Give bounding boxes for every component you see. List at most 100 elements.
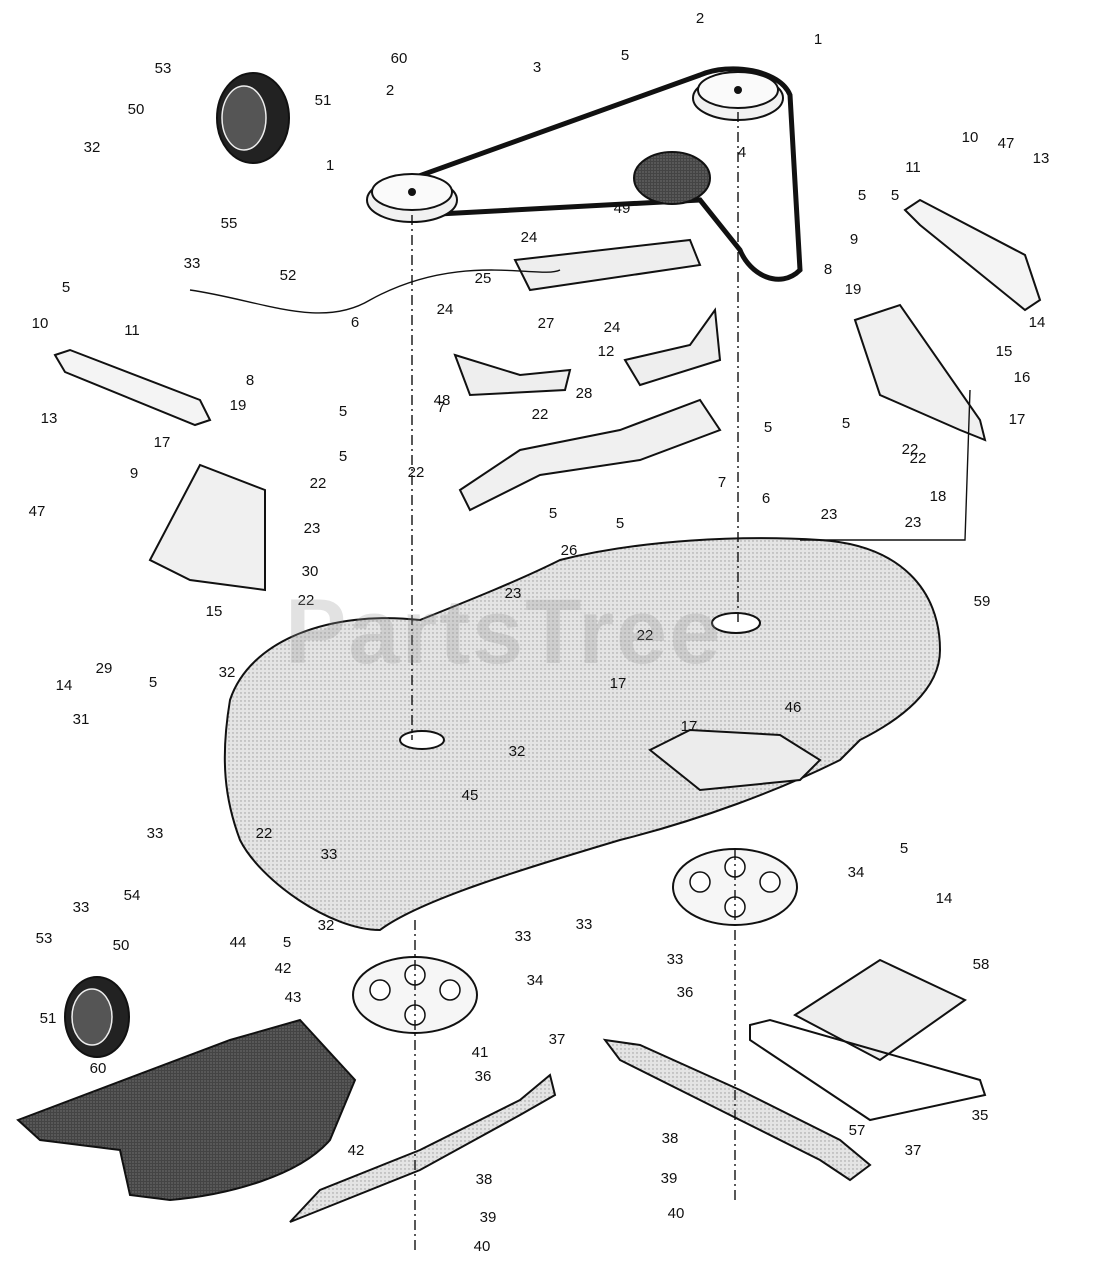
callout-label-5: 5 [339,403,347,420]
callout-label-5: 5 [621,47,629,64]
right-hanger-bracket [853,303,987,442]
callout-label-26: 26 [561,542,578,559]
idler-pulley [633,151,711,205]
callout-label-59: 59 [974,593,991,610]
idler-arm-bracket [513,238,702,292]
callout-label-33: 33 [515,928,532,945]
callout-label-51: 51 [40,1010,57,1027]
deck-spindle-hole-left [399,730,445,750]
callout-label-22: 22 [910,450,927,467]
callout-label-53: 53 [155,60,172,77]
deck-bracket-right [648,728,822,792]
callout-label-22: 22 [637,627,654,644]
deck-stiffener [458,398,722,512]
left-hanger-bracket [148,463,266,592]
callout-label-36: 36 [677,984,694,1001]
lift-arm-left [53,348,212,427]
callout-label-19: 19 [845,281,862,298]
callout-label-17: 17 [610,675,627,692]
callout-label-1: 1 [326,157,334,174]
callout-label-10: 10 [32,315,49,332]
callout-label-33: 33 [184,255,201,272]
callout-label-27: 27 [538,315,555,332]
callout-label-12: 12 [598,343,615,360]
callout-label-45: 45 [462,787,479,804]
callout-label-5: 5 [842,415,850,432]
assembly-lines [189,112,971,1250]
callout-label-24: 24 [521,229,538,246]
callout-label-34: 34 [527,972,544,989]
callout-label-23: 23 [505,585,522,602]
callout-label-42: 42 [348,1142,365,1159]
callout-label-35: 35 [972,1107,989,1124]
callout-label-29: 29 [96,660,113,677]
callout-label-24: 24 [604,319,621,336]
callout-label-40: 40 [474,1238,491,1255]
mower-deck [223,537,942,932]
callout-label-3: 3 [533,59,541,76]
callout-label-2: 2 [696,10,704,27]
callout-label-16: 16 [1014,369,1031,386]
callout-label-57: 57 [849,1122,866,1139]
gauge-wheel-top [216,72,290,164]
callout-label-34: 34 [848,864,865,881]
callout-label-8: 8 [824,261,832,278]
callout-label-60: 60 [90,1060,107,1077]
callout-label-32: 32 [219,664,236,681]
callout-label-22: 22 [256,825,273,842]
callout-label-22: 22 [902,441,919,458]
callout-label-22: 22 [532,406,549,423]
callout-label-32: 32 [318,917,335,934]
callout-label-33: 33 [321,846,338,863]
callout-label-13: 13 [41,410,58,427]
callout-label-5: 5 [858,187,866,204]
baffle-bracket [749,1018,987,1122]
callout-label-11: 11 [124,322,140,339]
watermark: PartsTree [285,581,723,683]
discharge-chute [16,1018,357,1202]
callout-label-15: 15 [206,603,223,620]
callout-label-8: 8 [246,372,254,389]
callout-label-22: 22 [298,592,315,609]
callout-label-50: 50 [128,101,145,118]
spring-bracket [623,307,722,387]
callout-label-5: 5 [283,934,291,951]
callout-label-17: 17 [154,434,171,451]
belt-guard-bracket [453,353,572,397]
callout-label-43: 43 [285,989,302,1006]
callout-label-42: 42 [275,960,292,977]
blade-right [602,1038,872,1182]
callout-label-33: 33 [667,951,684,968]
callout-label-50: 50 [113,937,130,954]
callout-label-5: 5 [149,674,157,691]
callout-label-37: 37 [905,1142,922,1159]
callout-label-5: 5 [549,505,557,522]
pulley-right [692,71,784,121]
callout-label-33: 33 [576,916,593,933]
callout-label-11: 11 [905,159,921,176]
callout-label-31: 31 [73,711,90,728]
callout-label-36: 36 [475,1068,492,1085]
baffle-plate [793,958,967,1062]
gauge-wheel-bottom [64,976,130,1058]
callout-label-52: 52 [280,267,297,284]
callout-label-48: 48 [434,392,451,409]
callout-label-5: 5 [764,419,772,436]
callout-label-7: 7 [437,399,445,416]
callout-label-17: 17 [1009,411,1026,428]
callout-label-15: 15 [996,343,1013,360]
callout-label-23: 23 [304,520,321,537]
callout-label-9: 9 [130,465,138,482]
callout-label-23: 23 [821,506,838,523]
callout-label-37: 37 [549,1031,566,1048]
callout-label-60: 60 [391,50,408,67]
callout-label-14: 14 [936,890,953,907]
callout-label-2: 2 [386,82,394,99]
callout-label-6: 6 [762,490,770,507]
callout-label-47: 47 [998,135,1015,152]
blade-adapter-right [672,848,798,926]
callout-label-5: 5 [891,187,899,204]
callout-label-19: 19 [230,397,247,414]
callout-label-5: 5 [62,279,70,296]
